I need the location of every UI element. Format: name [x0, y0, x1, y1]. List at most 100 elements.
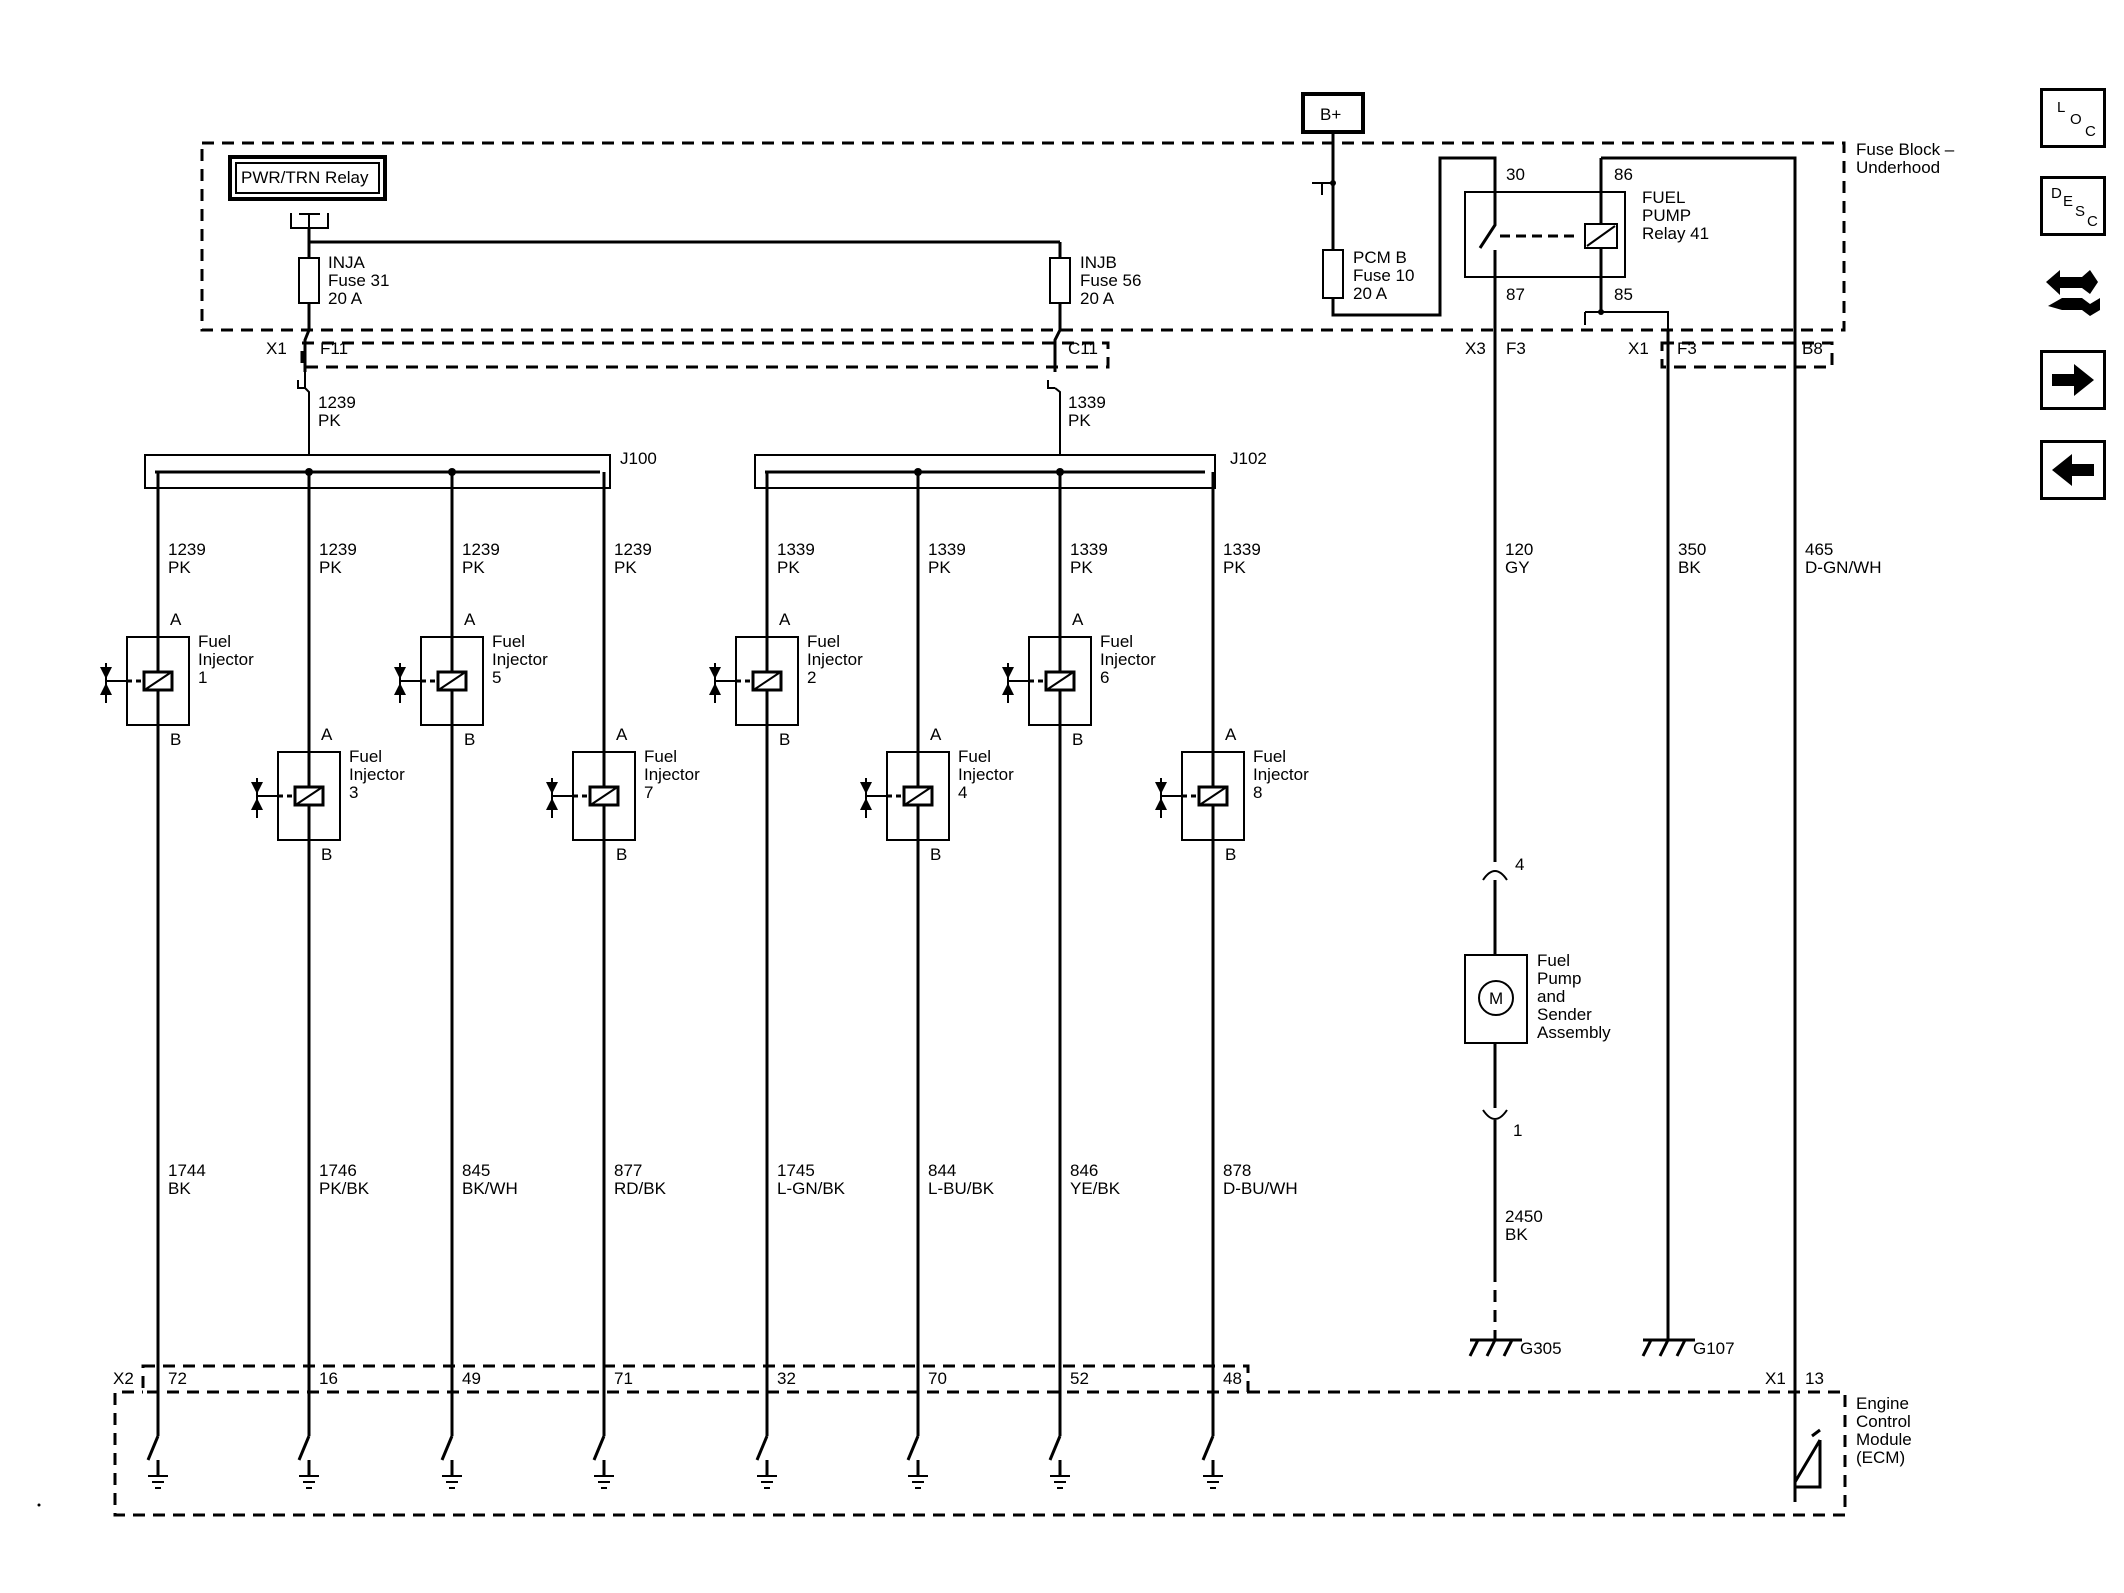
conn-f3-ground: F3: [1677, 339, 1697, 358]
connector-view-icon[interactable]: [2040, 262, 2106, 322]
injector-circuit-4: A B 71: [546, 472, 636, 1489]
injector-circuit-6: A B 70: [860, 468, 950, 1489]
injector-pin-a: A: [321, 725, 333, 744]
ground-g305-symbol: [1468, 1338, 1522, 1357]
ecm-enclosure: [113, 1390, 1847, 1517]
ecm-pin: 16: [319, 1369, 338, 1388]
desc-letter-d: D: [2051, 185, 2062, 202]
injector-pin-b: B: [321, 845, 332, 864]
splice-j102-label: J102: [1230, 449, 1267, 468]
ecm-pin: 48: [1223, 1369, 1242, 1388]
ecm-connector-row: [141, 1364, 1250, 1394]
conn-f11: F11: [320, 339, 348, 358]
ecm-pin: 49: [462, 1369, 481, 1388]
injector-circuit-2: A B 16: [251, 468, 341, 1489]
fuel-pump-motor-label: M: [1489, 989, 1503, 1008]
fuse-pcmb: [1322, 249, 1344, 299]
fuse-block-label: Fuse Block –Underhood: [1856, 140, 1955, 177]
injector-pin-a: A: [170, 610, 182, 629]
next-arrow-button[interactable]: [2040, 350, 2106, 410]
injector-pin-a: A: [1072, 610, 1084, 629]
ecm-pin: 52: [1070, 1369, 1089, 1388]
loc-button[interactable]: L O C: [2040, 88, 2106, 148]
conn-x3: X3: [1465, 339, 1486, 358]
fuel-pump-motor: [1478, 980, 1514, 1016]
relay-pin-30: 30: [1506, 165, 1525, 184]
ground-g107-symbol: [1641, 1338, 1695, 1357]
ecm-conn-x2: X2: [113, 1369, 134, 1388]
ecm-pin: 32: [777, 1369, 796, 1388]
loc-letter-c: C: [2085, 123, 2096, 140]
ground-icon: [299, 1475, 319, 1489]
top-connector-row-left: [300, 341, 1110, 369]
injector-circuit-7: A B 52: [1002, 468, 1092, 1489]
ground-icon: [442, 1475, 462, 1489]
desc-letter-e: E: [2063, 193, 2074, 210]
conn-f3-pump: F3: [1506, 339, 1526, 358]
conn-x1-right: X1: [1628, 339, 1649, 358]
injector-pin-a: A: [930, 725, 942, 744]
injector-pin-a: A: [616, 725, 628, 744]
fuse-block-enclosure: [200, 141, 1846, 332]
ecm-pin: 71: [614, 1369, 633, 1388]
relay-pin-86: 86: [1614, 165, 1633, 184]
ground-icon: [1050, 1475, 1070, 1489]
splice-j100-label: J100: [620, 449, 657, 468]
injector-pin-b: B: [930, 845, 941, 864]
injector-pin-b: B: [1072, 730, 1083, 749]
ground-icon: [148, 1475, 168, 1489]
ecm-pin: 72: [168, 1369, 187, 1388]
injector-pin-b: B: [779, 730, 790, 749]
conn-c11: C11: [1068, 339, 1098, 358]
conn-x1-left: X1: [266, 339, 287, 358]
ecm-pin: 70: [928, 1369, 947, 1388]
bplus-label: B+: [1320, 105, 1341, 124]
ground-icon: [757, 1475, 777, 1489]
desc-button[interactable]: D E S C: [2040, 176, 2106, 236]
desc-letter-c: C: [2087, 213, 2098, 230]
ecm-conn-x1: X1: [1765, 1369, 1786, 1388]
desc-letter-s: S: [2075, 203, 2086, 220]
relay-pin-85: 85: [1614, 285, 1633, 304]
fuse-injb: [1049, 257, 1071, 304]
injector-pin-a: A: [464, 610, 476, 629]
previous-arrow-button[interactable]: [2040, 440, 2106, 500]
next-arrow-icon: [2052, 364, 2094, 396]
injector-pin-a: A: [1225, 725, 1237, 744]
ground-icon: [1203, 1475, 1223, 1489]
relay-pin-87: 87: [1506, 285, 1525, 304]
fuse-inja: [298, 257, 320, 304]
injector-pin-b: B: [616, 845, 627, 864]
pump-pin-1: 1: [1513, 1121, 1522, 1140]
